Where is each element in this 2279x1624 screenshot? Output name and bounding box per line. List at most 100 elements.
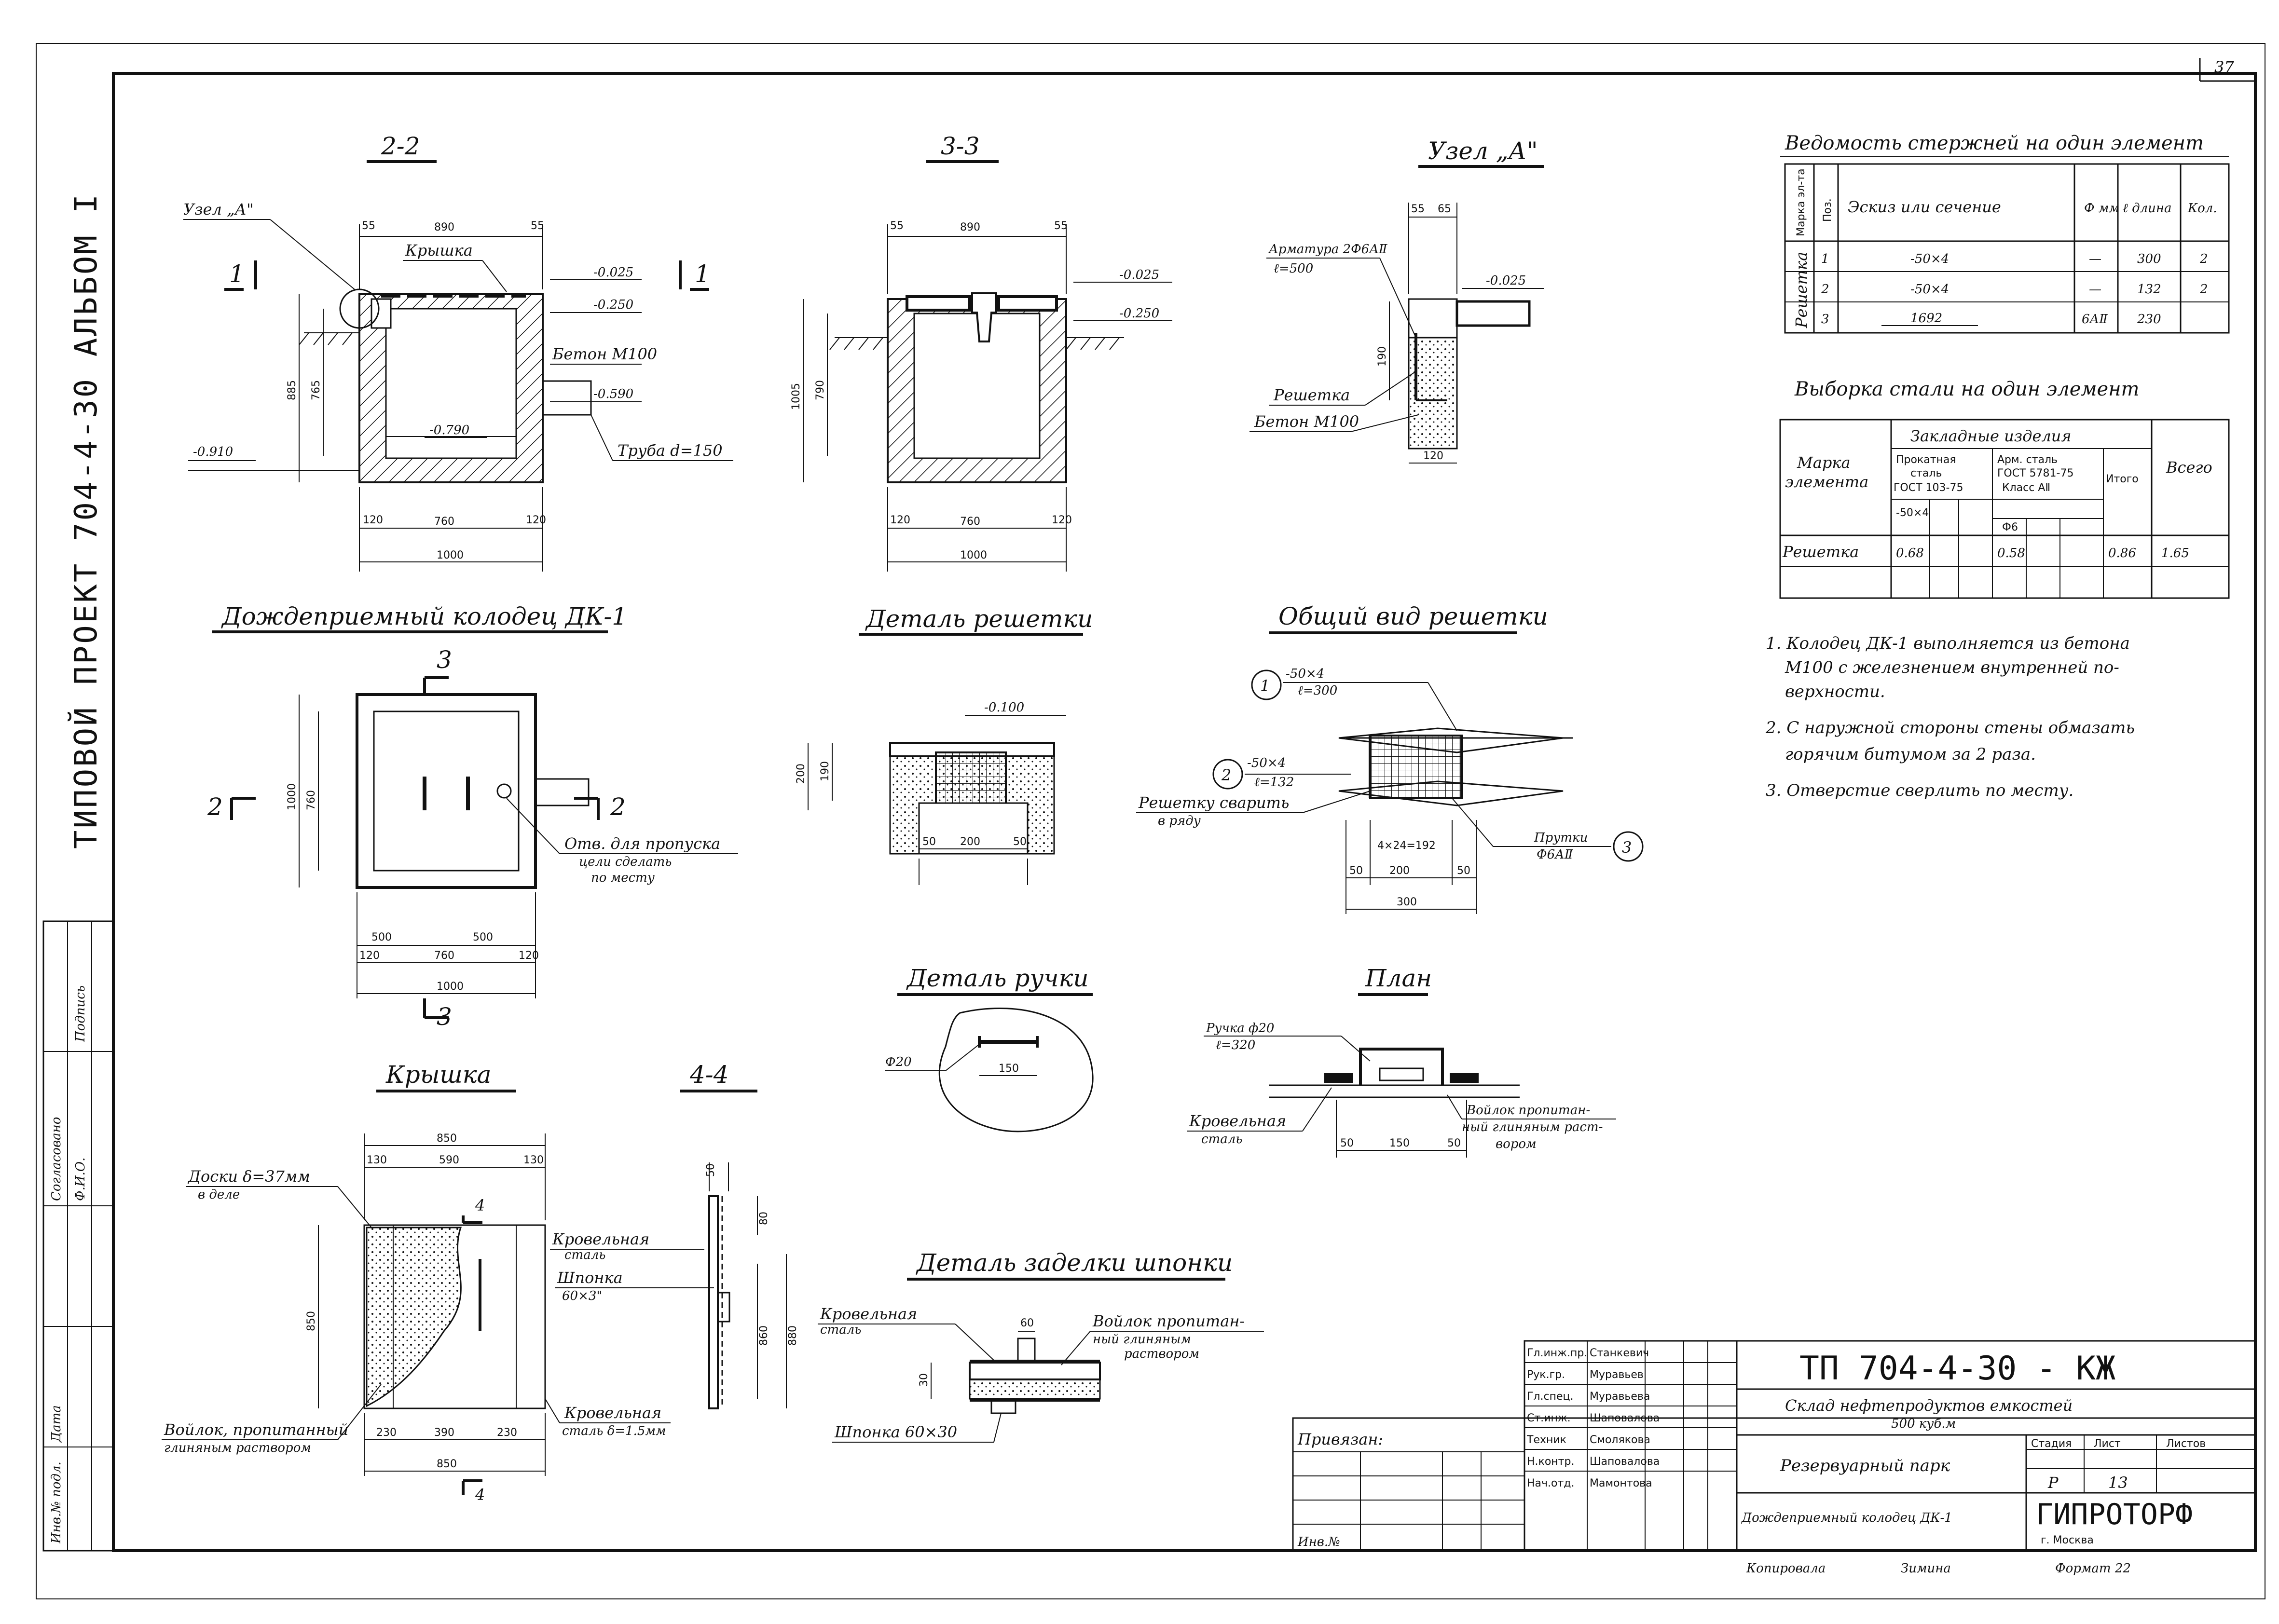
svg-text:Муравьева: Муравьева [1590,1391,1650,1403]
svg-text:790: 790 [814,380,826,400]
svg-text:760: 760 [960,516,980,528]
title-block: ТП 704-4-30 - КЖ Склад нефтепродуктов ем… [1292,1340,2256,1576]
svg-text:Прутки: Прутки [1534,831,1588,845]
svg-text:55: 55 [531,220,544,232]
svg-text:Смолякова: Смолякова [1590,1434,1650,1446]
svg-text:1005: 1005 [790,383,802,410]
svg-text:3. Отверстие сверлить по месту: 3. Отверстие сверлить по месту. [1766,781,2073,800]
svg-text:цели сделать: цели сделать [579,855,672,869]
svg-text:Войлок пропитан-: Войлок пропитан- [1092,1312,1245,1330]
svg-text:760: 760 [434,516,454,528]
grate-general-view: Общий вид решетки 1 -50×4 ℓ=300 2 -50×4 … [1136,602,1644,914]
svg-text:50: 50 [1340,1137,1354,1149]
svg-text:-50×4: -50×4 [1247,756,1286,770]
svg-text:390: 390 [434,1427,454,1439]
svg-text:590: 590 [439,1154,459,1166]
svg-text:Согласовано: Согласовано [49,1117,64,1201]
outer-border [36,43,2265,1599]
svg-text:1000: 1000 [960,549,987,561]
svg-text:Выборка стали на один элемент: Выборка стали на один элемент [1794,378,2139,400]
svg-text:Узел „А": Узел „А" [183,200,254,218]
svg-text:200: 200 [1389,865,1410,877]
svg-text:-0.250: -0.250 [1119,306,1159,321]
svg-text:по месту: по месту [591,871,655,885]
svg-text:50: 50 [1457,865,1470,877]
svg-text:Ф.И.О.: Ф.И.О. [73,1158,88,1201]
svg-text:Войлок пропитан-: Войлок пропитан- [1466,1103,1590,1118]
svg-text:верхности.: верхности. [1785,682,1885,701]
svg-text:50: 50 [1447,1137,1461,1149]
svg-text:вором: вором [1496,1137,1537,1151]
svg-text:Ведомость стержней на один эле: Ведомость стержней на один элемент [1785,132,2204,154]
svg-text:Узел „А": Узел „А" [1428,137,1538,165]
svg-text:Р: Р [2047,1474,2059,1492]
svg-text:Крышка: Крышка [405,241,473,259]
svg-text:55: 55 [1054,220,1068,232]
svg-text:Кровельная: Кровельная [820,1305,917,1323]
svg-text:Формат 22: Формат 22 [2055,1561,2131,1576]
svg-text:Кровельная: Кровельная [1189,1112,1286,1130]
svg-text:3: 3 [1622,838,1632,857]
svg-text:План: План [1365,964,1432,992]
svg-text:Ф мм: Ф мм [2084,201,2119,216]
svg-text:120: 120 [890,514,910,526]
svg-text:Марка: Марка [1797,453,1851,472]
svg-text:765: 765 [310,380,322,400]
svg-text:2: 2 [207,793,223,821]
svg-text:-0.025: -0.025 [593,265,633,280]
svg-text:132: 132 [2137,282,2161,297]
svg-text:—: — [2089,282,2101,297]
svg-text:Ст.инж.: Ст.инж. [1527,1412,1571,1424]
svg-text:880: 880 [787,1325,799,1346]
svg-text:Труба d=150: Труба d=150 [618,441,723,460]
handle-detail: Деталь ручки Ф20 150 [885,964,1094,1133]
section-2-2: 2-2 55 890 55 120 760 120 1000 885 765 У [183,132,733,572]
svg-text:Техник: Техник [1526,1434,1566,1446]
svg-text:3: 3 [437,646,452,674]
drawing-code: ТП 704-4-30 - КЖ [1799,1350,2115,1388]
svg-text:Шаповалова: Шаповалова [1590,1412,1660,1424]
svg-text:120: 120 [519,950,539,962]
svg-text:Привязан:: Привязан: [1297,1430,1383,1448]
svg-text:Шпонка 60×30: Шпонка 60×30 [834,1423,957,1441]
svg-text:Резервуарный парк: Резервуарный парк [1780,1456,1950,1475]
svg-text:-0.100: -0.100 [984,700,1024,715]
svg-text:190: 190 [819,761,831,781]
svg-text:Нач.отд.: Нач.отд. [1527,1477,1575,1489]
svg-text:Дождеприемный колодец ДК-1: Дождеприемный колодец ДК-1 [221,602,627,630]
svg-text:2: 2 [1221,766,1231,784]
svg-text:Лист: Лист [2094,1438,2121,1450]
svg-text:ℓ=320: ℓ=320 [1216,1038,1255,1052]
handle-plan: План Ручка ф20 ℓ=320 Кровельная сталь Во… [1187,964,1616,1158]
svg-text:1692: 1692 [1910,311,1942,326]
svg-text:500: 500 [371,931,392,943]
svg-text:Мамонтова: Мамонтова [1590,1477,1652,1489]
inner-border [112,72,2257,1552]
svg-text:Закладные изделия: Закладные изделия [1910,427,2072,445]
svg-text:Отв. для пропуска: Отв. для пропуска [564,834,720,853]
svg-text:Гл.спец.: Гл.спец. [1527,1391,1573,1403]
svg-text:Поз.: Поз. [1822,198,1834,222]
svg-text:Шаповалова: Шаповалова [1590,1456,1660,1468]
svg-text:885: 885 [286,380,298,400]
svg-text:760: 760 [305,790,317,810]
svg-text:-50×4: -50×4 [1286,667,1324,681]
svg-text:Деталь заделки шпонки: Деталь заделки шпонки [916,1249,1233,1277]
svg-text:М100 с железнением внутренней: М100 с железнением внутренней по- [1785,658,2119,677]
svg-text:-0.910: -0.910 [193,445,233,459]
svg-text:Решетка: Решетка [1273,386,1350,404]
svg-text:55: 55 [1411,203,1425,215]
svg-text:раствором: раствором [1124,1347,1199,1361]
svg-text:глиняным раствором: глиняным раствором [164,1441,311,1455]
svg-text:-0.025: -0.025 [1119,268,1159,282]
svg-text:Зимина: Зимина [1901,1561,1951,1576]
page-number: 37 [2214,58,2234,76]
svg-text:Станкевич: Станкевич [1590,1347,1649,1359]
sec22-title: 2-2 [381,132,420,160]
svg-text:Н.контр.: Н.контр. [1527,1456,1574,1468]
svg-text:6АⅡ: 6АⅡ [2082,312,2108,327]
svg-text:Кровельная: Кровельная [564,1404,661,1422]
svg-text:230: 230 [2137,312,2161,327]
svg-text:Прокатная: Прокатная [1896,454,1956,466]
